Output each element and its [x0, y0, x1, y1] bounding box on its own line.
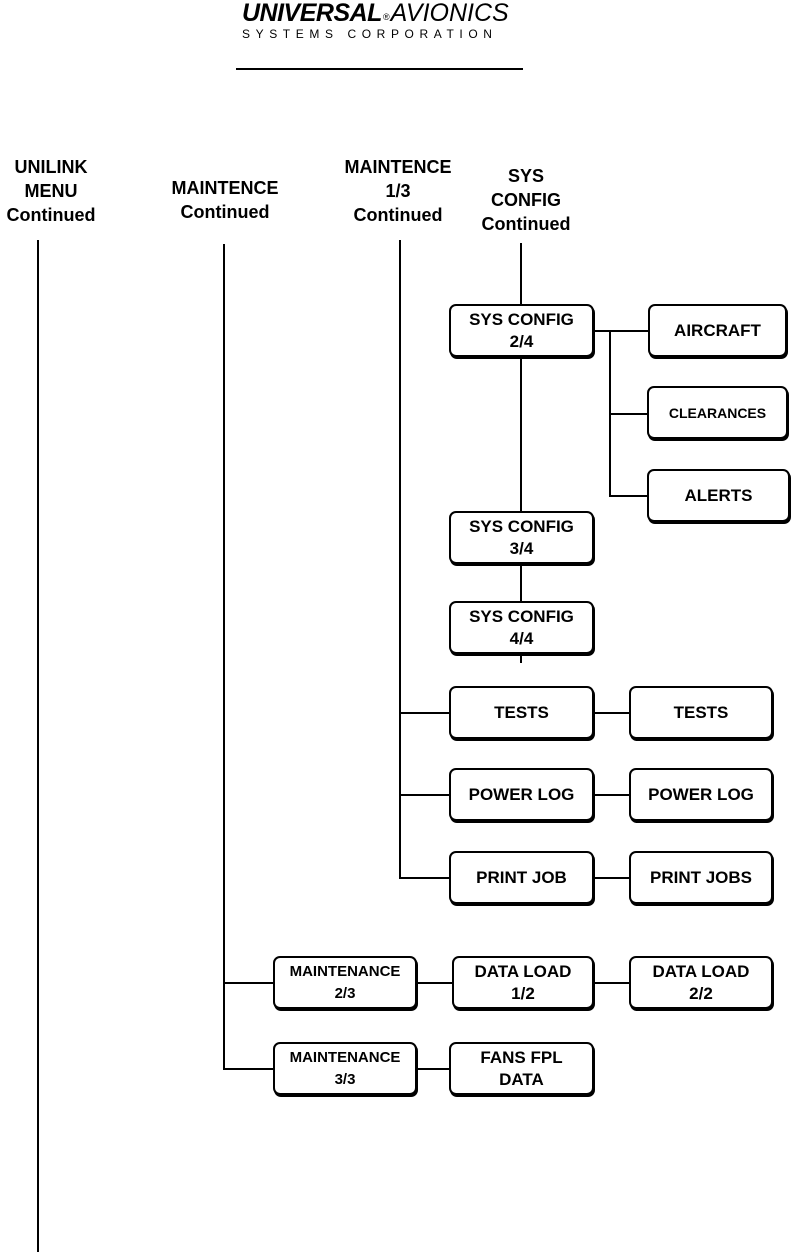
connector-tests-sub [594, 712, 629, 714]
connector-power-log [399, 794, 449, 796]
column-header-unilink-menu: UNILINK MENU Continued [6, 157, 96, 225]
connector-maintenance-3-3 [223, 1068, 273, 1070]
print-jobs-box[interactable]: PRINT JOBS [629, 851, 773, 904]
connector-clearances [609, 413, 647, 415]
header-rule [236, 68, 523, 70]
maintence-1-3-trunk-line [399, 240, 401, 878]
sys-config-trunk-line [520, 243, 522, 663]
data-load-2-2-box[interactable]: DATA LOAD 2/2 [629, 956, 773, 1009]
sys-config-2-4-box[interactable]: SYS CONFIG 2/4 [449, 304, 594, 357]
logo-wordmark: UNIVERSAL®AVIONICS [242, 0, 509, 28]
connector-print-jobs [594, 877, 629, 879]
connector-aircraft [594, 330, 648, 332]
logo-brand-bold: UNIVERSAL [242, 0, 382, 27]
connector-data-load-2-2 [594, 982, 629, 984]
column-header-sys-config: SYS CONFIG Continued [481, 166, 571, 234]
alerts-box[interactable]: ALERTS [647, 469, 790, 522]
maintenance-2-3-box[interactable]: MAINTENANCE 2/3 [273, 956, 417, 1009]
sys-config-4-4-box[interactable]: SYS CONFIG 4/4 [449, 601, 594, 654]
connector-alerts [609, 495, 647, 497]
connector-fans-fpl-data [417, 1068, 449, 1070]
clearances-box[interactable]: CLEARANCES [647, 386, 788, 439]
data-load-1-2-box[interactable]: DATA LOAD 1/2 [452, 956, 594, 1009]
sys-config-3-4-box[interactable]: SYS CONFIG 3/4 [449, 511, 594, 564]
tests-box[interactable]: TESTS [449, 686, 594, 739]
connector-data-load-1-2 [417, 982, 452, 984]
connector-power-log-sub [594, 794, 629, 796]
print-job-box[interactable]: PRINT JOB [449, 851, 594, 904]
connector-tests [399, 712, 449, 714]
column-header-maintence: MAINTENCE Continued [171, 178, 279, 222]
power-log-sub-box[interactable]: POWER LOG [629, 768, 773, 821]
column-header-maintence-1-3: MAINTENCE 1/3 Continued [344, 157, 452, 225]
logo-subtitle: SYSTEMS CORPORATION [242, 27, 498, 41]
company-logo: UNIVERSAL®AVIONICS SYSTEMS CORPORATION [234, 0, 534, 44]
power-log-box[interactable]: POWER LOG [449, 768, 594, 821]
maintence-trunk-line [223, 244, 225, 1070]
registered-mark: ® [382, 12, 390, 22]
maintenance-3-3-box[interactable]: MAINTENANCE 3/3 [273, 1042, 417, 1095]
unilink-trunk-line [37, 240, 39, 1252]
logo-brand-light: AVIONICS [390, 0, 509, 27]
tests-sub-box[interactable]: TESTS [629, 686, 773, 739]
aircraft-box[interactable]: AIRCRAFT [648, 304, 787, 357]
connector-maintenance-2-3 [223, 982, 273, 984]
connector-print-job [399, 877, 449, 879]
fans-fpl-data-box[interactable]: FANS FPL DATA [449, 1042, 594, 1095]
